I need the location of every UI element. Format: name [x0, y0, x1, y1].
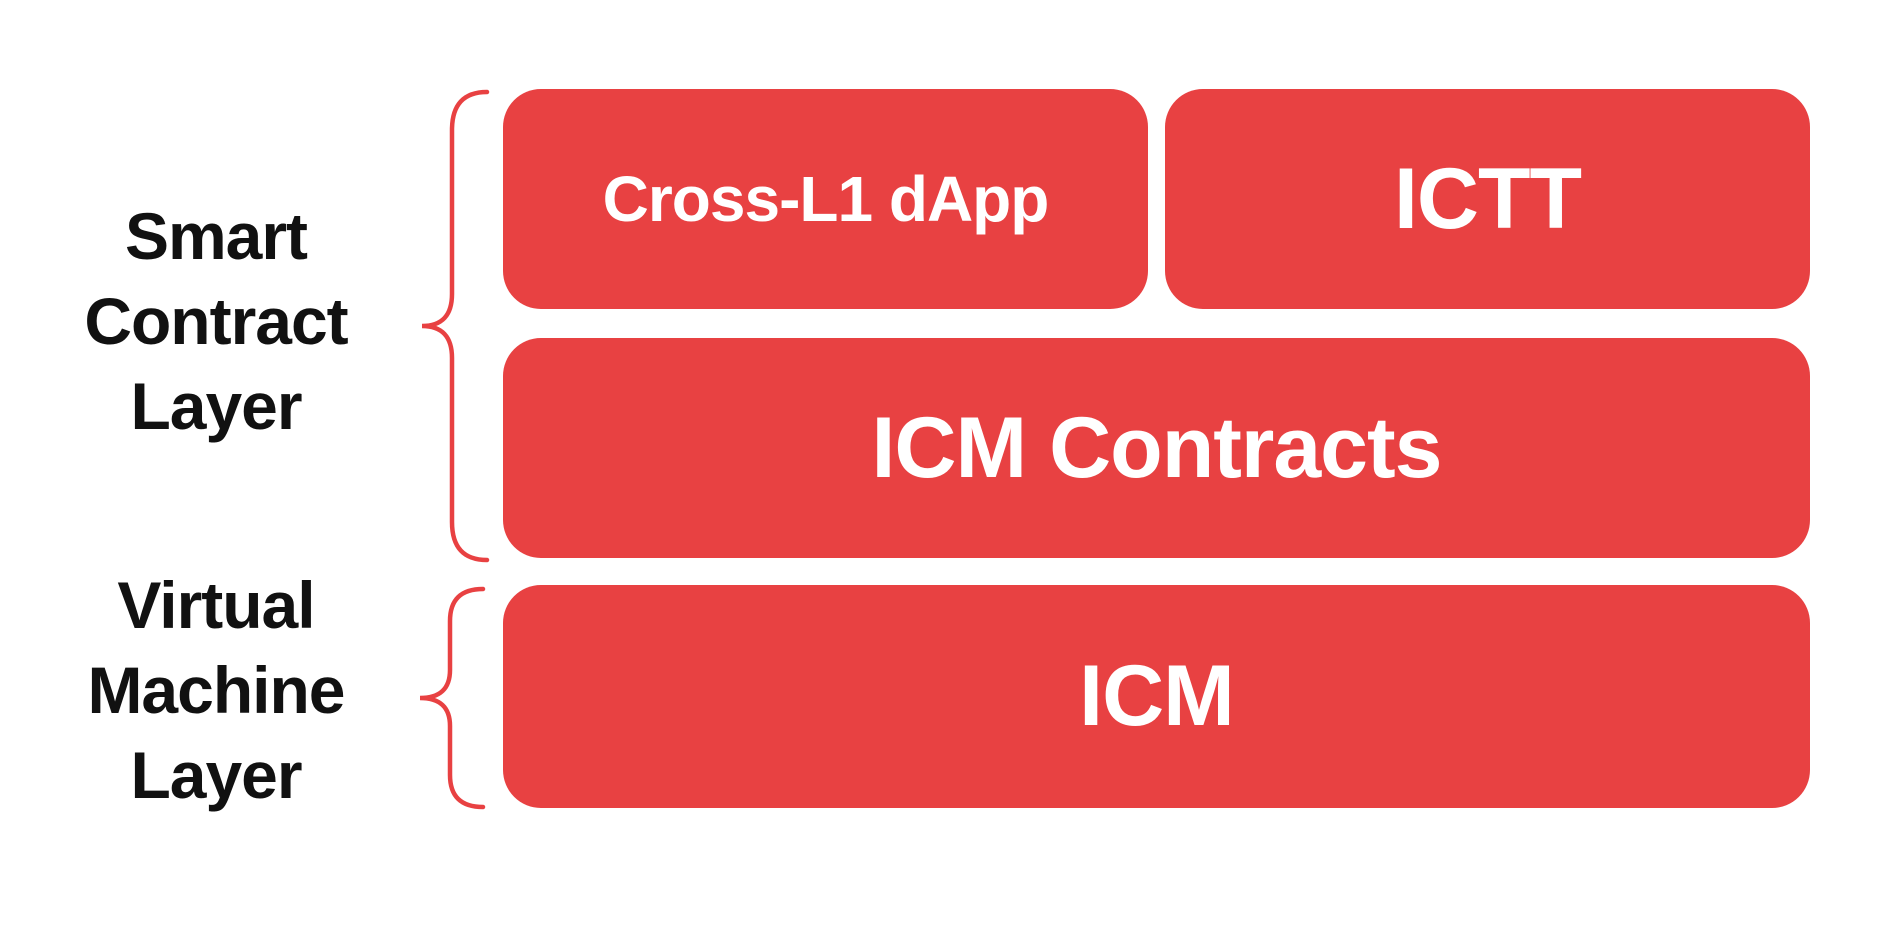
cross-l1-dapp-box: Cross-L1 dApp: [503, 89, 1148, 309]
smart-contract-layer-brace: [421, 89, 490, 563]
virtual-machine-layer-label: Virtual Machine Layer: [87, 568, 345, 812]
icm-contracts-box-label: ICM Contracts: [871, 399, 1443, 496]
ictt-box: ICTT: [1165, 89, 1810, 309]
icm-box-label: ICM: [1079, 648, 1235, 744]
ictt-box-label: ICTT: [1393, 150, 1582, 247]
icm-box: ICM: [503, 585, 1810, 808]
smart-contract-layer-label: Smart Contract Layer: [84, 199, 348, 443]
icm-contracts-box: ICM Contracts: [503, 338, 1810, 558]
cross-l1-dapp-box-label: Cross-L1 dApp: [602, 163, 1050, 235]
virtual-machine-layer-brace: [419, 586, 486, 810]
